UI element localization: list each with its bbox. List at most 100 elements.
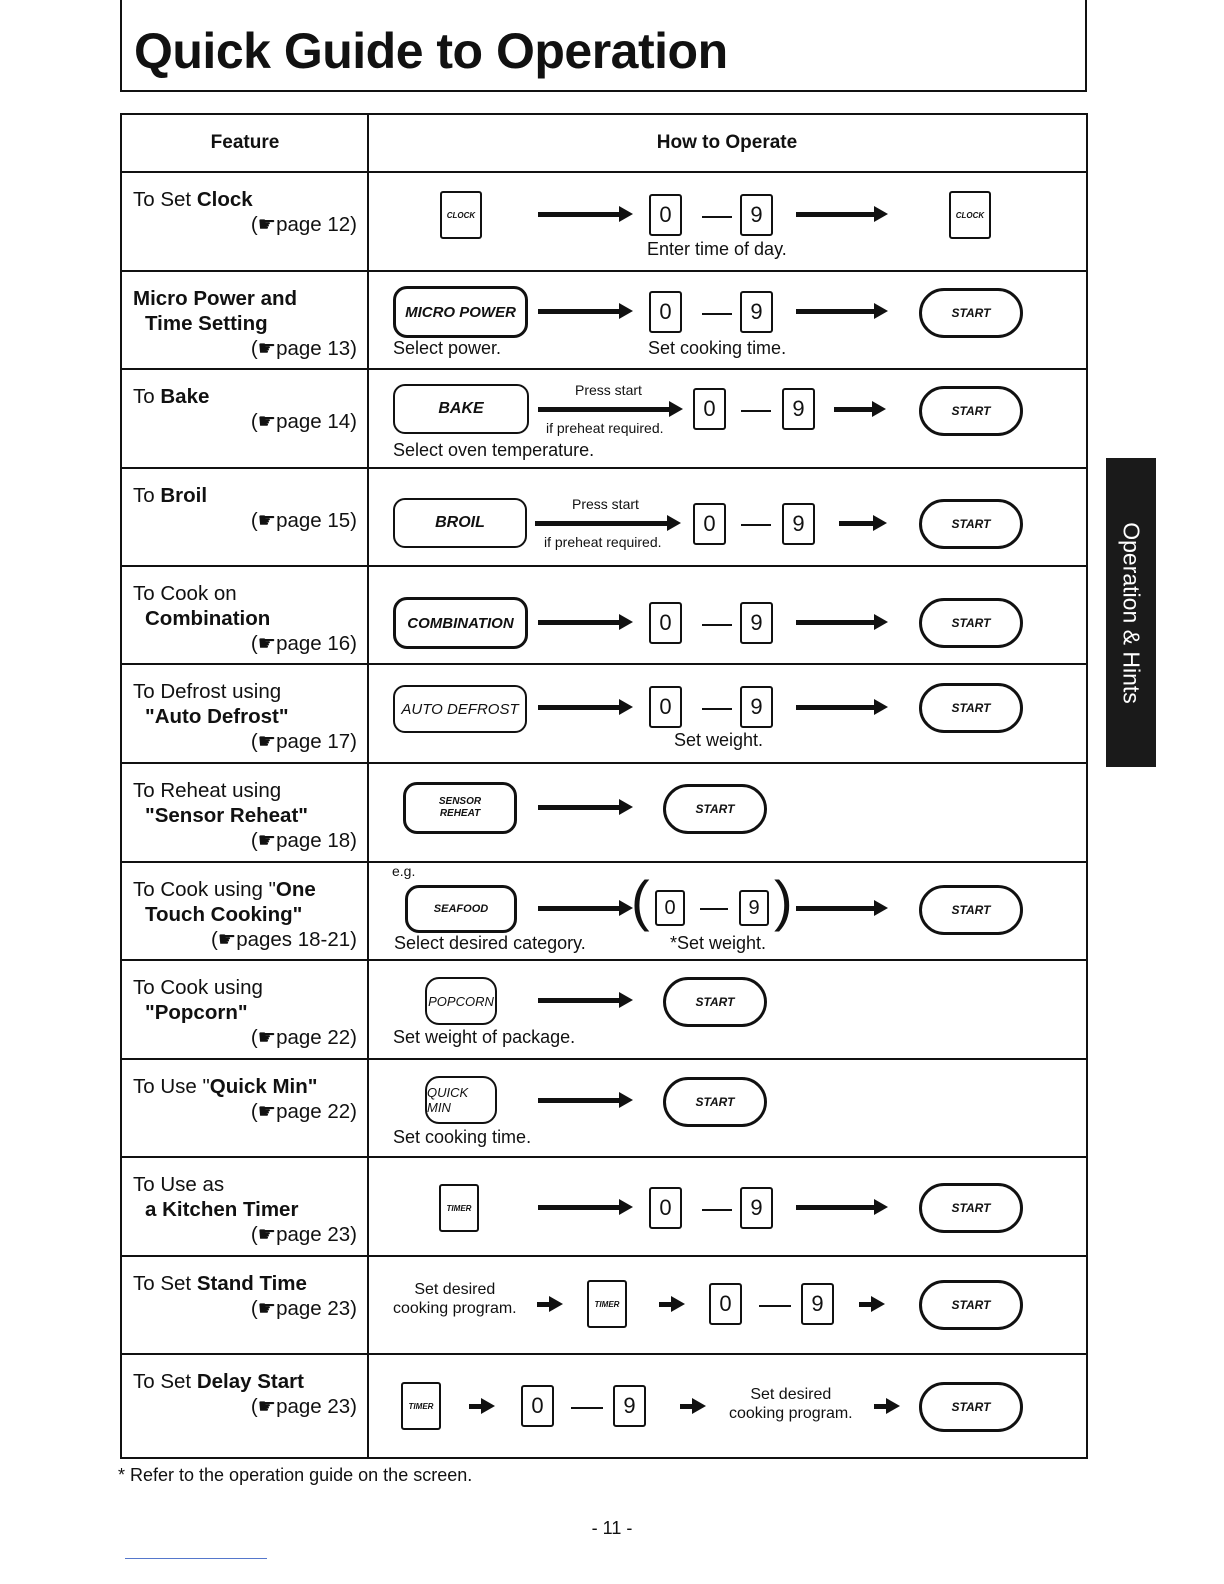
header-how-to-operate: How to Operate — [656, 132, 798, 153]
row-set-clock: To Set Clock (☛page 12) CLOCK 0 9 CLOCK … — [122, 173, 1086, 272]
feature-cell: To Defrost using "Auto Defrost" (☛page 1… — [133, 680, 357, 753]
range-dash — [702, 216, 732, 218]
start-key: START — [919, 499, 1023, 549]
feature-cell: To Cook on Combination (☛page 16) — [133, 582, 357, 655]
start-key: START — [919, 386, 1023, 436]
range-dash — [741, 524, 771, 526]
digit-9-key: 9 — [782, 388, 815, 430]
start-key: START — [919, 1280, 1023, 1330]
feature-cell: To Use "Quick Min" (☛page 22) — [133, 1075, 357, 1123]
feature-cell: To Bake (☛page 14) — [133, 385, 357, 433]
range-dash — [759, 1305, 791, 1307]
operation-cell: BROIL Press start if preheat required. 0… — [369, 469, 1087, 565]
feature-cell: Micro Power and Time Setting (☛page 13) — [133, 287, 357, 360]
digit-9-key: 9 — [740, 602, 773, 644]
arrow-icon — [839, 515, 887, 531]
row-broil: To Broil (☛page 15) BROIL Press start if… — [122, 469, 1086, 567]
press-start-label: Press start — [572, 496, 639, 512]
arrow-icon — [535, 515, 681, 531]
arrow-icon — [538, 1199, 633, 1215]
row-stand-time: To Set Stand Time (☛page 23) Set desired… — [122, 1257, 1086, 1355]
feature-cell: To Cook using "Popcorn" (☛page 22) — [133, 976, 357, 1049]
combination-key: COMBINATION — [393, 597, 528, 649]
digit-0-key: 0 — [521, 1385, 554, 1427]
timer-key: TIMER — [401, 1382, 441, 1430]
side-tab-label: Operation & Hints — [1118, 521, 1145, 704]
arrow-icon — [796, 206, 888, 222]
arrow-icon — [538, 401, 683, 417]
clock-key: CLOCK — [949, 191, 991, 239]
bake-key: BAKE — [393, 384, 529, 434]
arrow-icon — [538, 206, 633, 222]
digit-9-key: 9 — [740, 291, 773, 333]
operation-cell: POPCORN START Set weight of package. — [369, 961, 1087, 1058]
side-section-tab: Operation & Hints — [1106, 458, 1156, 767]
quick-min-key: QUICK MIN — [425, 1076, 497, 1124]
digit-9-key: 9 — [782, 503, 815, 545]
range-dash — [702, 1209, 732, 1211]
digit-9-key: 9 — [740, 1187, 773, 1229]
digit-0-key: 0 — [649, 1187, 682, 1229]
operation-cell: BAKE Press start if preheat required. 0 … — [369, 370, 1087, 467]
arrow-icon — [796, 900, 888, 916]
start-key: START — [663, 1077, 767, 1127]
row-quick-min: To Use "Quick Min" (☛page 22) QUICK MIN … — [122, 1060, 1086, 1158]
decorative-rule — [125, 1558, 267, 1559]
arrow-icon — [538, 799, 633, 815]
arrow-icon — [538, 699, 633, 715]
arrow-icon — [796, 699, 888, 715]
arrow-icon — [538, 900, 633, 916]
start-key: START — [919, 1183, 1023, 1233]
range-dash — [702, 708, 732, 710]
instruction-text: Set weight of package. — [393, 1027, 576, 1047]
arrow-icon — [538, 992, 633, 1008]
instruction-text: Select oven temperature. — [393, 440, 595, 460]
range-dash — [571, 1407, 603, 1409]
arrow-icon — [538, 614, 633, 630]
arrow-icon — [680, 1398, 706, 1414]
operation-cell: MICRO POWER 0 9 START Select power. Set … — [369, 272, 1087, 368]
operation-cell: CLOCK 0 9 CLOCK Enter time of day. — [369, 173, 1087, 270]
digit-9-key: 9 — [740, 686, 773, 728]
header-feature: Feature — [210, 132, 280, 153]
quick-guide-table: Feature How to Operate To Set Clock (☛pa… — [120, 113, 1088, 1459]
row-delay-start: To Set Delay Start (☛page 23) TIMER 0 9 … — [122, 1355, 1086, 1457]
row-auto-defrost: To Defrost using "Auto Defrost" (☛page 1… — [122, 665, 1086, 764]
digit-0-key: 0 — [693, 388, 726, 430]
instruction-text: Select desired category. — [394, 933, 586, 953]
digit-9-key: 9 — [739, 890, 769, 926]
arrow-icon — [874, 1398, 900, 1414]
instruction-text: Set weight. — [674, 730, 764, 750]
feature-cell: To Set Stand Time (☛page 23) — [133, 1272, 357, 1320]
range-dash — [702, 313, 732, 315]
example-label: e.g. — [392, 863, 416, 879]
feature-cell: To Broil (☛page 15) — [133, 484, 357, 532]
instruction-text: Enter time of day. — [647, 239, 787, 259]
row-popcorn: To Cook using "Popcorn" (☛page 22) POPCO… — [122, 961, 1086, 1060]
range-dash — [700, 908, 728, 910]
arrow-icon — [859, 1296, 885, 1312]
clock-key: CLOCK — [440, 191, 482, 239]
digit-0-key: 0 — [649, 194, 682, 236]
feature-cell: To Set Clock (☛page 12) — [133, 188, 357, 236]
operation-cell: e.g. SEAFOOD ( 0 9 ) START Select desire… — [369, 863, 1087, 959]
micro-power-key: MICRO POWER — [393, 286, 528, 338]
arrow-icon — [796, 614, 888, 630]
digit-0-key: 0 — [693, 503, 726, 545]
feature-cell: To Use as a Kitchen Timer (☛page 23) — [133, 1173, 357, 1246]
start-key: START — [919, 885, 1023, 935]
row-combination: To Cook on Combination (☛page 16) COMBIN… — [122, 567, 1086, 665]
arrow-icon — [538, 1092, 633, 1108]
instruction-text: Set cooking time. — [648, 338, 787, 358]
digit-0-key: 0 — [709, 1283, 742, 1325]
digit-0-key: 0 — [655, 890, 685, 926]
open-paren: ( — [631, 869, 650, 932]
instruction-text: Set cooking time. — [393, 1127, 532, 1147]
range-dash — [741, 410, 771, 412]
